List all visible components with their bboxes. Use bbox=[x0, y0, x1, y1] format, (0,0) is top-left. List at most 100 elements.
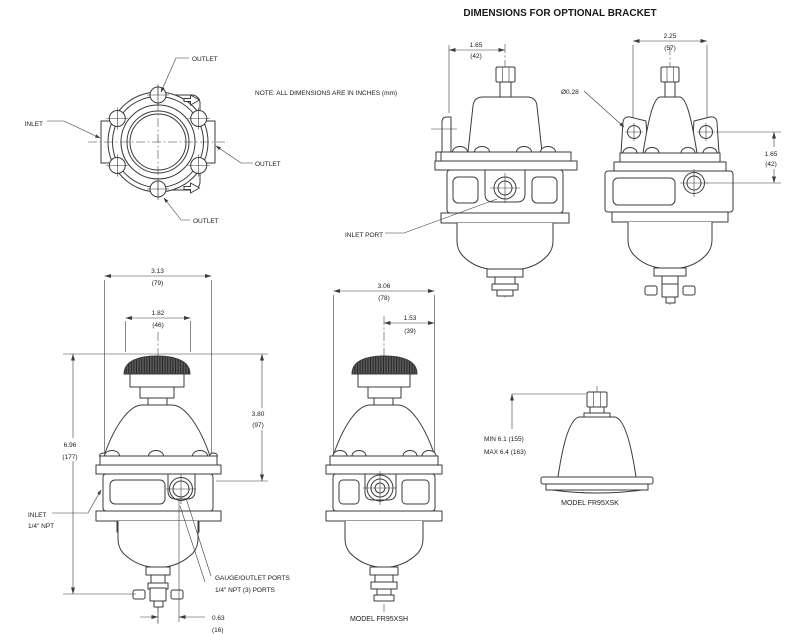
bonnet bbox=[332, 404, 436, 457]
t-handle bbox=[170, 589, 184, 600]
leader-line bbox=[179, 497, 212, 583]
outlet-top-label: OUTLET bbox=[192, 56, 218, 63]
regulator-body bbox=[604, 170, 734, 213]
dim-knob-to-port bbox=[63, 353, 268, 482]
drain-valve bbox=[653, 267, 687, 277]
flange-plate bbox=[440, 151, 572, 162]
leader-line bbox=[385, 198, 498, 234]
centerlines bbox=[88, 86, 228, 198]
adjusting-nut bbox=[586, 391, 608, 408]
dimensions-note: NOTE: ALL DIMENSIONS ARE IN INCHES (mm) bbox=[255, 90, 397, 97]
t-handle bbox=[644, 285, 658, 296]
dim-overall-height bbox=[63, 354, 136, 595]
bonnet bbox=[103, 404, 211, 457]
dim-port-offset bbox=[140, 500, 205, 622]
drawing-title: DIMENSIONS FOR OPTIONAL BRACKET bbox=[463, 8, 656, 19]
svg-text:(42): (42) bbox=[470, 53, 482, 60]
dim-hole-spacing bbox=[632, 40, 708, 124]
dim-overall-width bbox=[104, 275, 212, 454]
svg-text:(97): (97) bbox=[252, 422, 264, 429]
svg-text:3.80: 3.80 bbox=[252, 411, 265, 418]
drain-valve bbox=[369, 566, 399, 576]
svg-text:0.63: 0.63 bbox=[212, 615, 225, 622]
bracket-ear bbox=[691, 116, 720, 154]
svg-text:(78): (78) bbox=[378, 295, 390, 302]
flange-plate bbox=[434, 160, 578, 171]
flange-plate bbox=[95, 464, 222, 475]
filter-bowl bbox=[344, 521, 424, 568]
bonnet-screw-icon bbox=[99, 450, 218, 457]
svg-text:(16): (16) bbox=[212, 627, 224, 634]
flange-plate bbox=[329, 455, 439, 466]
svg-text:1/4" NPT (3) PORTS: 1/4" NPT (3) PORTS bbox=[215, 587, 276, 594]
t-handle bbox=[682, 285, 696, 296]
dim-overall-width bbox=[333, 290, 435, 454]
front-view: 3.13 (79) 1.82 (46) bbox=[28, 268, 291, 634]
leader-line bbox=[47, 120, 101, 139]
svg-text:1.65: 1.65 bbox=[765, 151, 778, 158]
model-sk-view: MIN 6.1 (155) MAX 6.4 (163) MODEL FR95XS… bbox=[484, 386, 654, 507]
bonnet bbox=[467, 96, 543, 153]
inlet-label: INLET bbox=[25, 121, 43, 128]
drain-valve bbox=[145, 566, 171, 576]
adjusting-screw bbox=[660, 66, 680, 83]
dim-knob-width bbox=[125, 317, 191, 352]
svg-text:1.82: 1.82 bbox=[152, 310, 165, 317]
bracket-front-view: 2.25 (57) Ø0.28 1.65 bbox=[561, 33, 781, 305]
dim-bracket-width bbox=[448, 45, 505, 113]
drain-valve bbox=[486, 268, 524, 278]
filter-bowl bbox=[627, 222, 713, 269]
port-pocket bbox=[167, 474, 196, 500]
model-sh-label: MODEL FR95XSH bbox=[350, 616, 408, 623]
filter-bowl bbox=[456, 223, 554, 270]
svg-text:(177): (177) bbox=[62, 454, 77, 461]
flange-plate bbox=[613, 161, 727, 172]
dim-hole-to-port bbox=[706, 131, 781, 184]
gauge-ports-label: GAUGE/OUTLET PORTS bbox=[215, 575, 291, 582]
flow-arrow-icon bbox=[183, 94, 200, 106]
bracket-ear bbox=[620, 116, 649, 154]
svg-text:(46): (46) bbox=[152, 322, 164, 329]
svg-text:1.53: 1.53 bbox=[404, 315, 417, 322]
adjusting-knob bbox=[123, 355, 191, 375]
svg-text:3.06: 3.06 bbox=[378, 283, 391, 290]
model-sh-view: 3.06 (78) 1.53 (39) bbox=[325, 283, 443, 623]
top-view: OUTLET INLET OUTLET OUTLET bbox=[25, 56, 281, 225]
filter-bowl bbox=[117, 521, 199, 568]
base-flange bbox=[540, 476, 654, 485]
adjusting-knob bbox=[351, 355, 418, 375]
model-sk-label: MODEL FR95XSK bbox=[561, 500, 619, 507]
lower-flange bbox=[95, 510, 222, 522]
svg-text:2.25: 2.25 bbox=[664, 33, 677, 40]
lower-flange bbox=[325, 510, 443, 522]
bonnet-screw-icon bbox=[452, 146, 556, 153]
svg-text:3.13: 3.13 bbox=[151, 268, 164, 275]
port-pocket bbox=[364, 474, 397, 501]
flange-plate bbox=[325, 464, 443, 475]
svg-text:(42): (42) bbox=[765, 161, 777, 168]
bonnet-screw-icon bbox=[622, 147, 718, 154]
flange-plate bbox=[619, 152, 721, 163]
mounting-bracket bbox=[441, 116, 452, 152]
bonnet bbox=[642, 96, 698, 154]
height-min-label: MIN 6.1 (155) bbox=[484, 436, 524, 443]
leader-line bbox=[583, 90, 625, 128]
lower-flange bbox=[611, 211, 729, 223]
svg-text:(39): (39) bbox=[404, 328, 416, 335]
outlet-right-label: OUTLET bbox=[255, 161, 281, 168]
leader-line bbox=[160, 57, 189, 93]
hole-dia-label: Ø0.28 bbox=[561, 89, 579, 96]
inlet-npt-label: INLET bbox=[28, 512, 46, 519]
lower-flange bbox=[440, 212, 570, 224]
svg-text:1/4" NPT: 1/4" NPT bbox=[28, 523, 54, 530]
bonnet bbox=[557, 416, 637, 478]
flange-plate bbox=[99, 455, 218, 466]
height-max-label: MAX 6.4 (163) bbox=[484, 449, 526, 456]
svg-text:(57): (57) bbox=[664, 45, 676, 52]
leader-line bbox=[52, 489, 102, 514]
outlet-bottom-label: OUTLET bbox=[193, 218, 219, 225]
svg-text:1.65: 1.65 bbox=[470, 42, 483, 49]
bracket-side-view: 1.65 (42) bbox=[345, 42, 578, 298]
leader-line bbox=[215, 145, 253, 164]
